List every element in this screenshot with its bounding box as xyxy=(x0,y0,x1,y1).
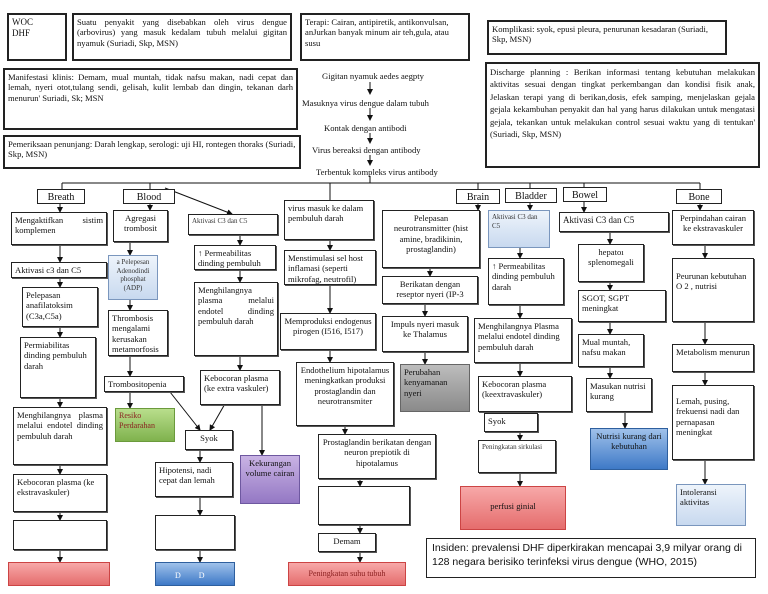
virus-step-2: Menstimulasi sel host inflamasi (seperti… xyxy=(284,250,376,285)
flow-step-1: Gigitan nyamuk aedes aegpty xyxy=(322,71,424,81)
blood-empty-box xyxy=(155,515,235,550)
blood-blue-label-2: D xyxy=(198,571,205,580)
bone-step-1: Perpindahan cairan ke ekstravaskuler xyxy=(672,210,754,245)
category-blood: Blood xyxy=(123,189,175,204)
virus-step-3: Memproduksi endogenus pirogen (I516, I51… xyxy=(280,313,376,350)
brain-step-3: Impuls nyeri masuk ke Thalamus xyxy=(382,316,468,352)
incidence-box: Insiden: prevalensi DHF diperkirakan men… xyxy=(426,538,756,578)
nutrition-deficit-diagnosis: Nutrisi kurang dari kebutuhan xyxy=(590,428,668,470)
category-bowel: Bowel xyxy=(563,187,607,202)
breath-diagnosis-box xyxy=(8,562,110,586)
risk-bleeding-diagnosis: Resiko Perdarahan xyxy=(115,408,175,442)
category-breath: Breath xyxy=(37,189,85,204)
bone-step-4: Lemah, pusing, frekuensi nadi dan pernap… xyxy=(672,385,754,460)
category-bladder: Bladder xyxy=(505,188,557,203)
breath-step-3: Pelepasan anafilatoksim (C3a,C5a) xyxy=(22,287,98,327)
blood-step-4: Trombositopenia xyxy=(104,376,184,392)
discharge-planning-box: Discharge planning : Berikan informasi t… xyxy=(485,62,760,168)
blood-step-3: Thrombosis mengalami kerusakan metamorfo… xyxy=(108,310,168,356)
virus-step-5: Prostaglandin berikatan dengan neuron pr… xyxy=(318,434,436,479)
definition-box: Suatu penyakit yang disebabkan oleh viru… xyxy=(72,13,292,61)
title-box: WOC DHF xyxy=(7,13,67,61)
breath-step-1: Mengaktifkan sistim komplemen xyxy=(11,212,107,245)
bowel-step-5: Masukan nutrisi kurang xyxy=(586,378,652,412)
blood-blue-label-1: D xyxy=(175,571,181,580)
blood-step-1: Agregasi trombosit xyxy=(113,210,168,242)
virus-step-4: Endothelium hipotalamus meningkatkan pro… xyxy=(296,362,394,426)
blood-blue-diagnosis: D D xyxy=(155,562,235,586)
activity-intolerance-diagnosis: Intoleransi aktivitas xyxy=(676,484,746,526)
bowel-step-3: SGOT, SGPT meningkat xyxy=(578,290,666,322)
blood2-step-2: ↑ Permeabilitas dinding pembuluh darah xyxy=(194,245,276,270)
brain-step-1: Pelepasan neurotransmitter (hist amine, … xyxy=(382,210,480,268)
bladder-step-6: Peningkatan sirkulasi xyxy=(478,440,556,473)
blood-step-2: a Pelepesan Adenodindi phosphat (ADP) xyxy=(108,255,158,300)
bladder-step-3: Menghilangnya Plasma melalui endotel din… xyxy=(474,318,572,363)
breath-step-5: Menghilangnya plasma melalui endotel din… xyxy=(13,407,107,465)
shock-bladder: Syok xyxy=(484,413,538,432)
breath-step-6: Kebocoran plasma (ke ekstravaskuler) xyxy=(13,474,107,512)
category-brain: Brain xyxy=(456,189,500,204)
bowel-step-1: Aktivasi C3 dan C5 xyxy=(559,212,669,232)
flow-step-2: Masuknya virus dengue dalam tubuh xyxy=(302,98,429,108)
bladder-step-2: ↑ Permeabilitas dinding pembuluh darah xyxy=(488,258,564,305)
brain-step-2: Berikatan dengan reseptor nyeri (IP-3 xyxy=(382,276,478,304)
complication-box: Komplikasi: syok, epusi pleura, penuruna… xyxy=(487,20,727,55)
temperature-increase-diagnosis: Peningkatan suhu tubuh xyxy=(288,562,406,586)
blood2-step-4: Kebocoran plasma (ke extra vaskuler) xyxy=(200,370,280,405)
bowel-step-2: hepatoı splenomegali xyxy=(578,244,644,282)
therapy-box: Terapi: Cairan, antipiretik, antikonvuls… xyxy=(300,13,470,61)
breath-step-2: Aktivasi c3 dan C5 xyxy=(11,262,107,278)
bowel-step-4: Mual muntah, nafsu makan xyxy=(578,334,644,367)
renal-perfusion-diagnosis: perfusi ginial xyxy=(460,486,566,530)
breath-step-4: Permiabilitas dinding pembuluh darah xyxy=(20,337,96,398)
fever-box: Demam xyxy=(318,533,376,552)
flow-step-5: Terbentuk kompleks virus antibody xyxy=(316,167,438,177)
fluid-deficit-diagnosis: Kekurangan volume cairan xyxy=(240,455,300,504)
flow-step-4: Virus bereaksi dengan antibody xyxy=(312,145,421,155)
hypotension-box: Hipotensi, nadi cepat dan lemah xyxy=(155,462,233,497)
shock-left: Syok xyxy=(185,430,233,450)
virus-empty-box xyxy=(318,486,410,525)
bone-step-3: Metabolism menurun xyxy=(672,344,754,372)
pain-comfort-diagnosis: Perubahan kenyamanan nyeri xyxy=(400,364,470,412)
blood2-step-3: Menghilangnya plasma melalui endotel din… xyxy=(194,282,278,356)
breath-empty-box xyxy=(13,520,107,550)
blood2-step-1: Aktivasi C3 dan C5 xyxy=(188,214,278,235)
support-exam-box: Pemeriksaan penunjang: Darah lengkap, se… xyxy=(3,135,301,169)
bone-step-2: Peurunan kebutuhan O 2 , nutrisi xyxy=(672,258,754,322)
virus-step-1: virus masuk ke dalam pembuluh darah xyxy=(284,200,374,240)
bladder-step-1: Aktivasi C3 dan C5 xyxy=(488,210,550,248)
category-bone: Bone xyxy=(676,189,722,204)
flow-step-3: Kontak dengan antibodi xyxy=(324,123,407,133)
bladder-step-4: Kebocoran plasma (keextravaskuler) xyxy=(478,376,572,412)
manifestation-box: Manifestasi klinis: Demam, mual muntah, … xyxy=(3,68,298,130)
